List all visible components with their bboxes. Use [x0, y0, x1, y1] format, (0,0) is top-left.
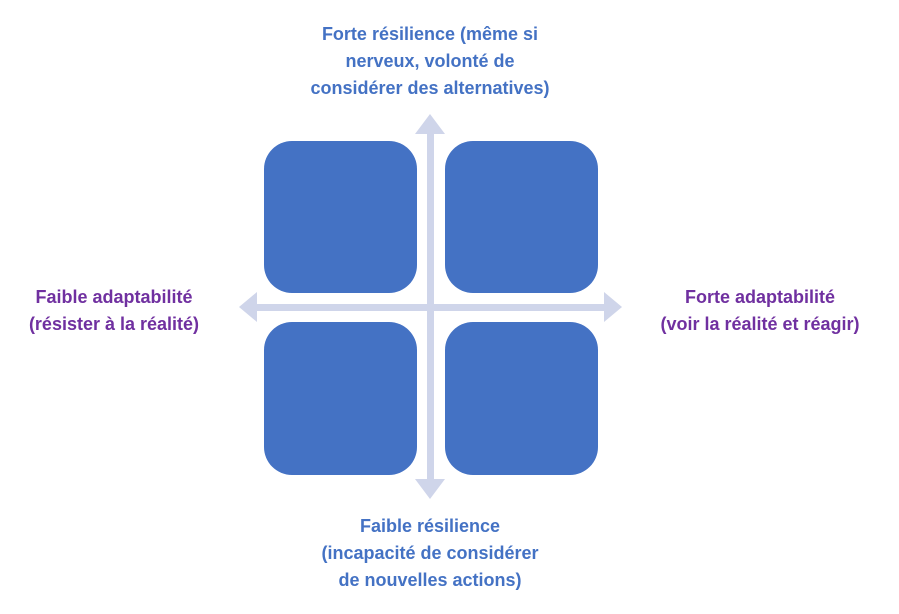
label-line: nerveux, volonté de: [345, 51, 515, 71]
label-low-resilience: Faible résilience (incapacité de considé…: [230, 513, 630, 594]
arrow-right-icon: [604, 292, 622, 322]
quadrant-bottom-left: [264, 322, 417, 475]
label-line: considérer des alternatives): [310, 78, 550, 98]
horizontal-axis: [252, 304, 609, 311]
label-line: Forte résilience (même si: [321, 24, 539, 44]
label-line: de nouvelles actions): [338, 570, 522, 590]
label-line: (voir la réalité et réagir): [660, 314, 860, 334]
arrow-up-icon: [415, 114, 445, 134]
quadrant-top-left: [264, 141, 417, 293]
label-high-resilience: Forte résilience (même si nerveux, volon…: [230, 21, 630, 102]
label-line: (résister à la réalité): [28, 314, 200, 334]
arrow-down-icon: [415, 479, 445, 499]
label-high-adaptability: Forte adaptabilité (voir la réalité et r…: [630, 284, 890, 338]
label-line: Faible résilience: [359, 516, 501, 536]
label-low-adaptability: Faible adaptabilité (résister à la réali…: [0, 284, 228, 338]
quadrant-bottom-right: [445, 322, 598, 475]
arrow-left-icon: [239, 292, 257, 322]
label-line: Faible adaptabilité: [35, 287, 193, 307]
quadrant-top-right: [445, 141, 598, 293]
label-line: (incapacité de considérer: [321, 543, 539, 563]
label-line: Forte adaptabilité: [684, 287, 836, 307]
axes: [239, 114, 622, 499]
